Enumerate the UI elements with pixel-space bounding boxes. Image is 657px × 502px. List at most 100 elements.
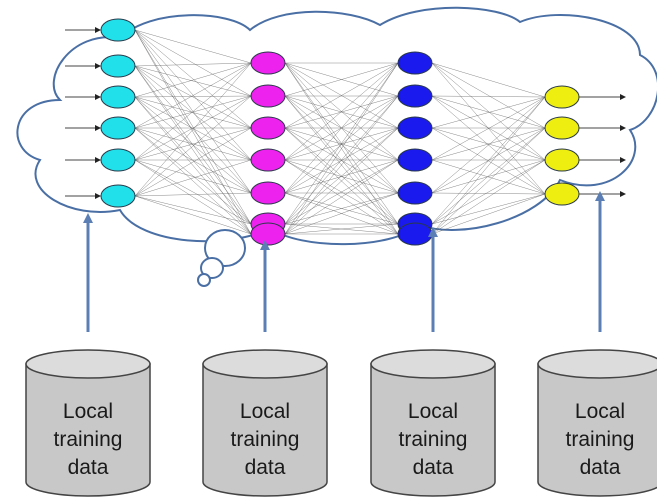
connection-edge [284,159,399,225]
neuron [544,148,580,172]
neuron [250,181,286,205]
connection-edge [284,192,399,225]
connection-edge [134,65,252,235]
database-body [537,363,657,497]
connection-edge [431,127,546,195]
layer-4 [544,85,580,206]
connection-edge [134,96,252,161]
database-label-line: Local [63,400,113,423]
connection-edge [284,127,399,161]
cloud-outline [16,6,657,246]
connection-edge [134,127,252,161]
connection-edge [134,65,252,129]
connection-edge [284,62,399,194]
database-top [25,349,151,379]
connection-edge [284,95,399,129]
neuron [100,54,136,78]
database-label-line: Local [408,400,458,423]
database-label-line: training [399,428,468,451]
connection-edge [431,193,546,235]
thought-bubble-large [204,229,246,267]
layer-2 [250,51,286,246]
connection-edge [431,192,546,195]
databases: LocaltrainingdataLocaltrainingdataLocalt… [25,349,657,497]
connection-edge [431,96,546,235]
connection-edge [431,159,546,194]
neuron [100,148,136,172]
database-label-line: data [245,456,286,479]
connection-edge [134,96,252,235]
connection-edge [134,195,252,235]
connection-edge [134,29,252,64]
connection-edge [284,127,399,194]
connection-edge [284,223,399,235]
connection-edge [134,65,252,161]
connection-edge [284,62,399,129]
connection-edge [431,95,546,129]
neuron [250,116,286,140]
connection-edge [134,195,252,225]
connection-edge [284,62,399,97]
connection-edge [134,29,252,129]
neuron [100,18,136,42]
connection-edge [284,127,399,225]
database-top [202,349,328,379]
connection-edge [431,193,546,225]
database-body [25,363,151,497]
connection-edge [431,159,546,195]
connection-edge [134,96,252,194]
connection-edge [134,159,252,235]
neuron [250,222,286,246]
connection-edge [134,159,252,197]
upload-arrows [83,191,605,332]
connection-edge [134,62,252,197]
neuron [544,116,580,140]
connection-edge [134,29,252,225]
connection-edge [431,127,546,225]
connection-edge [284,62,399,225]
network-connections [134,29,546,235]
connection-edge [134,95,252,161]
connection-edge [134,192,252,197]
neuron [100,184,136,208]
connection-edge [134,62,252,129]
connection-edge [431,96,546,161]
connection-edge [134,95,252,129]
neuron [544,85,580,109]
database-body [370,363,496,497]
thought-bubble-small [197,273,211,287]
connection-edge [431,127,546,235]
database-label-line: Local [240,400,290,423]
neuron [397,222,433,246]
connection-edge [134,65,252,97]
database-label-line: data [68,456,109,479]
database-label-line: data [580,456,621,479]
connection-edge [431,96,546,129]
connection-edge [431,62,546,129]
connection-edge [134,62,252,67]
database-top [537,349,657,379]
database-body [202,363,328,497]
connection-edge [431,96,546,225]
connection-edge [431,62,546,98]
connection-edge [134,159,252,194]
connection-edge [431,96,546,194]
connection-edge [431,159,546,235]
database-label-line: data [413,456,454,479]
connection-edge [284,127,399,235]
connection-edge [284,95,399,225]
neuron [397,51,433,75]
thought-bubbles [197,229,246,287]
connection-edge [284,62,399,161]
neural-network [100,18,580,246]
neuron [397,148,433,172]
neuron [250,51,286,75]
database-label-line: Local [575,400,625,423]
connection-edge [284,159,399,235]
database-top [370,349,496,379]
connection-edge [134,127,252,197]
connection-edge [284,95,399,194]
